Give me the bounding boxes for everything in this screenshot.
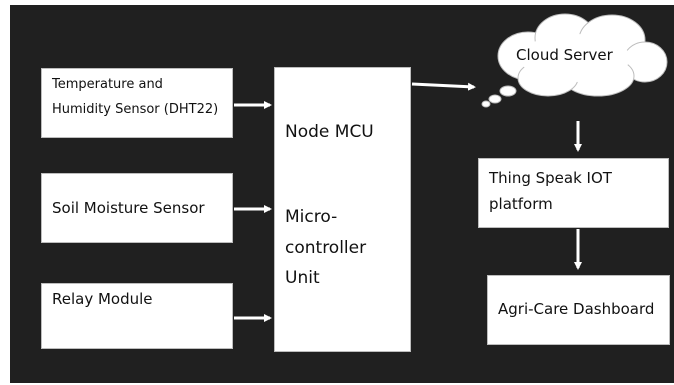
flow-arrows xyxy=(411,82,582,270)
sensor-to-mcu-arrows xyxy=(234,101,272,322)
cloud-server-shape xyxy=(481,13,668,108)
temperature-sensor-label-line2: Humidity Sensor (DHT22) xyxy=(52,102,219,117)
node-mcu-block: Node MCU Micro- controller Unit xyxy=(274,67,411,352)
temperature-sensor-label-line1: Temperature and xyxy=(52,77,163,92)
node-mcu-title: Node MCU xyxy=(285,122,374,142)
soil-moisture-sensor-block: Soil Moisture Sensor xyxy=(41,173,233,243)
relay-module-label: Relay Module xyxy=(52,290,153,308)
agri-care-dashboard-block: Agri-Care Dashboard xyxy=(487,275,670,345)
arrow-mcu-to-cloud xyxy=(411,82,476,91)
mcu-label-line1: Micro- xyxy=(285,207,338,227)
dashboard-label: Agri-Care Dashboard xyxy=(498,300,655,318)
thingspeak-label-line1: Thing Speak IOT xyxy=(489,169,612,187)
temperature-humidity-sensor-block: Temperature and Humidity Sensor (DHT22) xyxy=(41,68,233,138)
thingspeak-platform-block: Thing Speak IOT platform xyxy=(478,158,669,228)
mcu-label-line3: Unit xyxy=(285,268,320,288)
thingspeak-label-line2: platform xyxy=(489,195,553,213)
mcu-label-line2: controller xyxy=(285,238,367,258)
cloud-server-label: Cloud Server xyxy=(516,46,613,64)
soil-moisture-sensor-label: Soil Moisture Sensor xyxy=(52,199,205,217)
relay-module-block: Relay Module xyxy=(41,283,233,349)
